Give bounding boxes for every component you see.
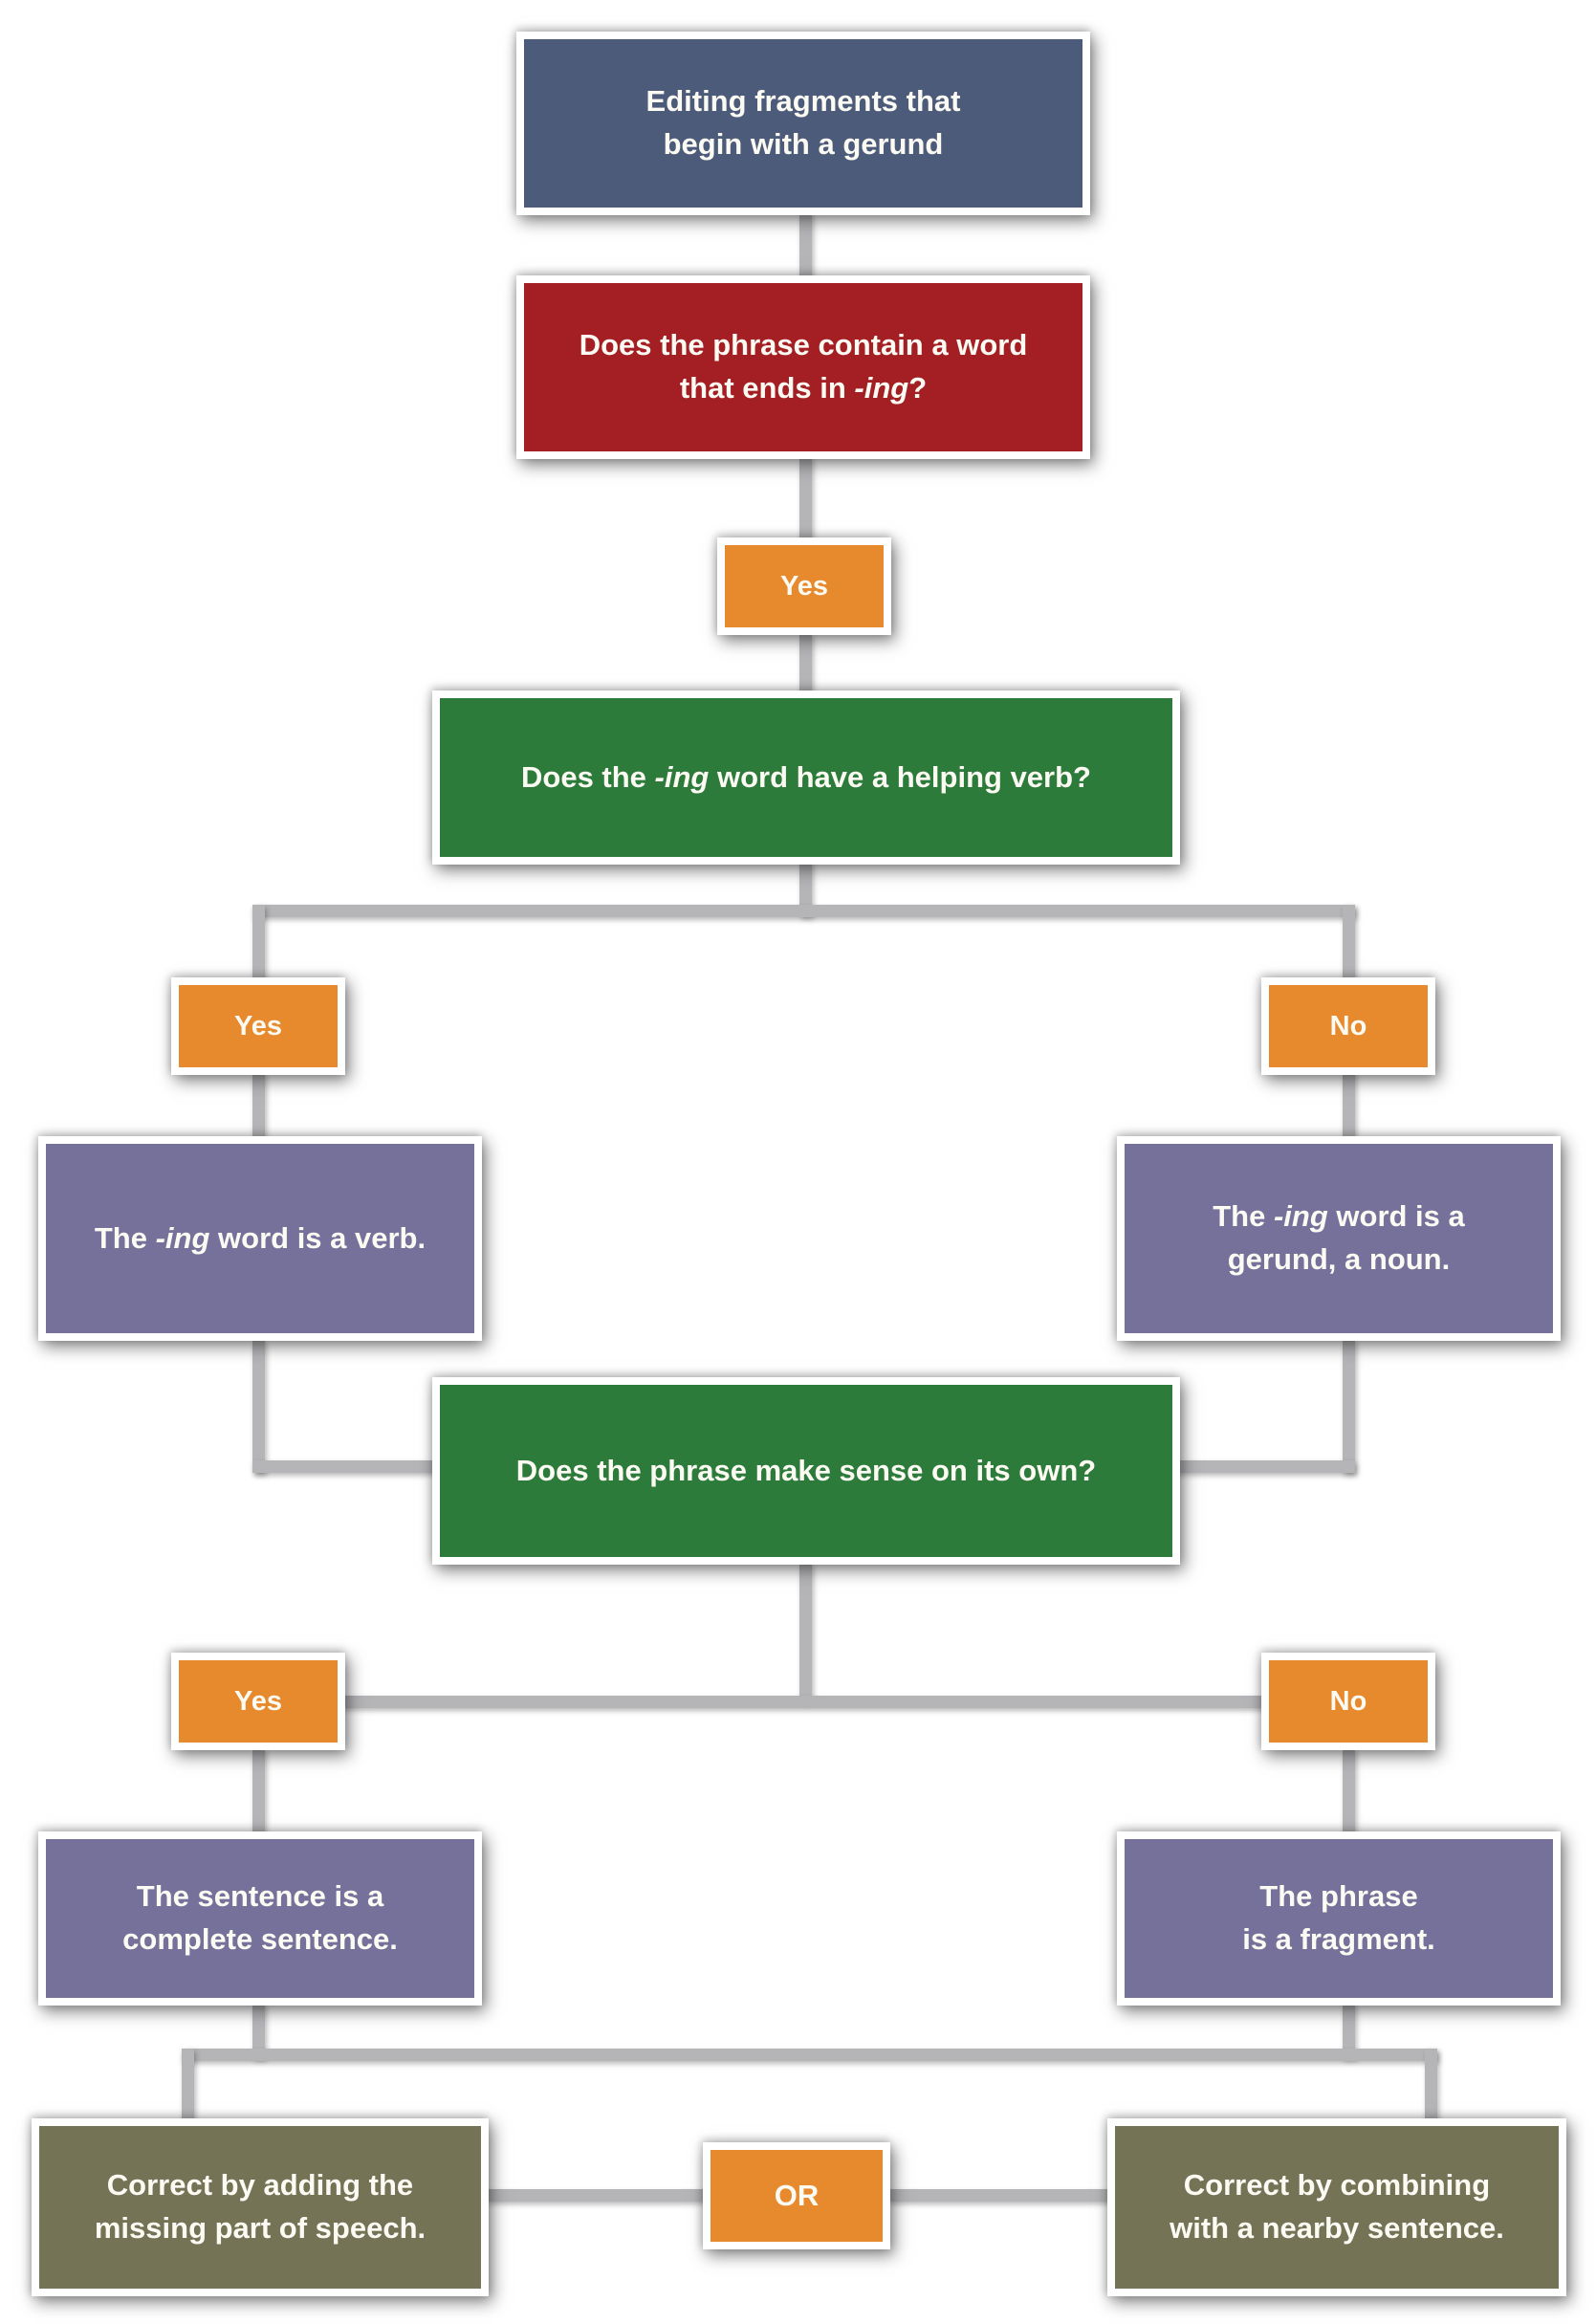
connector-q3-stem [799, 1563, 812, 1701]
connector-fix-add-to-or [486, 2189, 706, 2202]
node-result-fragment: The phrase is a fragment. [1117, 1831, 1561, 2006]
node-no-1: No [1261, 977, 1435, 1075]
node-fix-combine-nearby-label: Correct by combining with a nearby sente… [1170, 2168, 1504, 2245]
node-yes-1-label: Yes [780, 570, 828, 602]
node-or: OR [703, 2142, 890, 2249]
node-result-verb-label: The -ing word is a verb. [94, 1220, 426, 1255]
connector-gerund-into-q3 [1172, 1460, 1355, 1473]
node-result-complete-sentence: The sentence is a complete sentence. [38, 1831, 482, 2006]
connector-no1-to-gerund [1343, 1071, 1355, 1142]
connector-q2-branch-right [1343, 905, 1355, 981]
node-question-ing-word-label: Does the phrase contain a word that ends… [579, 328, 1028, 405]
node-no-2-label: No [1329, 1685, 1367, 1717]
connector-verb-into-q3 [252, 1460, 439, 1473]
node-question-helping-verb: Does the -ing word have a helping verb? [432, 691, 1180, 865]
node-fix-add-missing-part: Correct by adding the missing part of sp… [32, 2118, 489, 2296]
connector-complete-down [252, 2003, 265, 2058]
connector-start-to-q1 [799, 212, 812, 281]
node-result-gerund-label: The -ing word is a gerund, a noun. [1213, 1199, 1465, 1276]
connector-rail-to-fix-add [182, 2049, 194, 2125]
connector-q1-to-yes1 [799, 456, 812, 542]
node-question-helping-verb-label: Does the -ing word have a helping verb? [521, 759, 1091, 794]
connector-rail-to-fix-combine [1425, 2049, 1437, 2125]
node-yes-2-label: Yes [234, 1010, 282, 1041]
node-result-verb: The -ing word is a verb. [38, 1136, 482, 1341]
node-yes-3-label: Yes [234, 1685, 282, 1717]
connector-q2-branch-rail [252, 905, 1355, 917]
node-yes-3: Yes [171, 1653, 345, 1750]
node-question-makes-sense-label: Does the phrase make sense on its own? [515, 1453, 1097, 1487]
connector-verb-down [252, 1339, 265, 1473]
connector-yes2-to-verb [252, 1071, 265, 1142]
node-yes-2: Yes [171, 977, 345, 1075]
node-fix-combine-nearby: Correct by combining with a nearby sente… [1107, 2118, 1566, 2296]
node-fix-add-missing-part-label: Correct by adding the missing part of sp… [94, 2168, 426, 2245]
node-or-label: OR [774, 2178, 820, 2212]
connector-gerund-down [1343, 1339, 1355, 1473]
node-title: Editing fragments that begin with a geru… [516, 32, 1090, 215]
node-question-ing-word: Does the phrase contain a word that ends… [516, 275, 1090, 459]
node-result-fragment-label: The phrase is a fragment. [1242, 1879, 1435, 1956]
node-question-makes-sense: Does the phrase make sense on its own? [432, 1377, 1180, 1565]
node-no-2: No [1261, 1653, 1435, 1750]
node-title-label: Editing fragments that begin with a geru… [645, 84, 961, 161]
connector-q2-stem [799, 861, 812, 916]
node-result-gerund: The -ing word is a gerund, a noun. [1117, 1136, 1561, 1341]
connector-fragment-down [1343, 2003, 1355, 2058]
connector-yes1-to-q2 [799, 633, 812, 695]
node-result-complete-sentence-label: The sentence is a complete sentence. [122, 1879, 398, 1956]
connector-q3-branch-rail [341, 1696, 1272, 1708]
connector-or-to-fix-combine [887, 2189, 1110, 2202]
node-no-1-label: No [1329, 1010, 1367, 1041]
connector-bottom-rail [182, 2049, 1437, 2061]
connector-q2-branch-left [252, 905, 265, 981]
connector-no2-to-fragment [1343, 1748, 1355, 1836]
node-yes-1: Yes [717, 537, 891, 635]
connector-yes3-to-complete [252, 1748, 265, 1836]
